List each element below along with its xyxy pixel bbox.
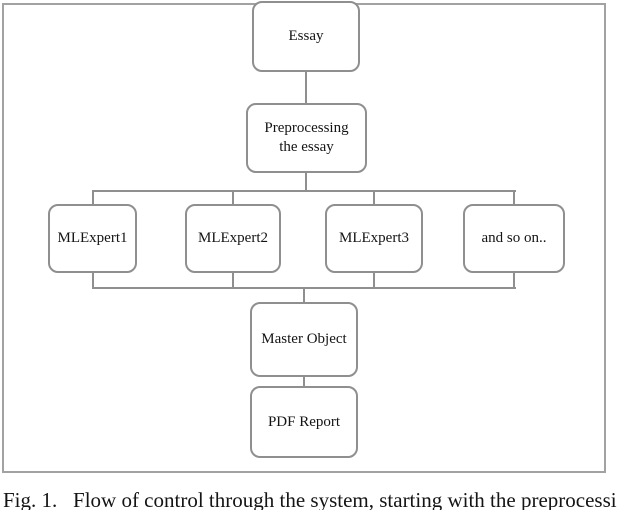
- node-and-so-on-label: and so on..: [481, 230, 547, 247]
- node-mlexpert1: MLExpert1: [48, 204, 137, 273]
- connector-rise-expert3: [373, 272, 375, 289]
- node-essay-label: Essay: [288, 28, 324, 45]
- connector-top-bus: [92, 190, 516, 192]
- node-mlexpert1-label: MLExpert1: [57, 230, 128, 247]
- node-mlexpert2: MLExpert2: [185, 204, 281, 273]
- figure-caption: Fig. 1. Flow of control through the syst…: [3, 488, 617, 510]
- connector-preprocessing-bus: [305, 173, 307, 192]
- node-mlexpert3-label: MLExpert3: [339, 230, 409, 247]
- node-master-object: Master Object: [250, 302, 358, 377]
- connector-drop-expert1: [92, 190, 94, 205]
- node-mlexpert3: MLExpert3: [325, 204, 423, 273]
- node-pdf-report: PDF Report: [250, 386, 358, 458]
- node-mlexpert2-label: MLExpert2: [198, 230, 268, 247]
- node-and-so-on: and so on..: [463, 204, 565, 273]
- node-essay: Essay: [252, 1, 360, 72]
- connector-master-pdf: [303, 377, 305, 387]
- connector-rise-and-so-on: [513, 272, 515, 289]
- connector-rise-expert2: [232, 272, 234, 289]
- connector-drop-expert3: [373, 190, 375, 205]
- connector-rise-expert1: [92, 272, 94, 289]
- node-master-object-label: Master Object: [261, 331, 347, 348]
- node-pdf-report-label: PDF Report: [267, 413, 341, 430]
- connector-drop-expert2: [232, 190, 234, 205]
- connector-drop-and-so-on: [513, 190, 515, 205]
- node-preprocessing: Preprocessing the essay: [246, 103, 367, 173]
- connector-essay-preprocessing: [305, 72, 307, 103]
- connector-bus-master: [303, 287, 305, 303]
- node-preprocessing-label: Preprocessing the essay: [264, 120, 349, 155]
